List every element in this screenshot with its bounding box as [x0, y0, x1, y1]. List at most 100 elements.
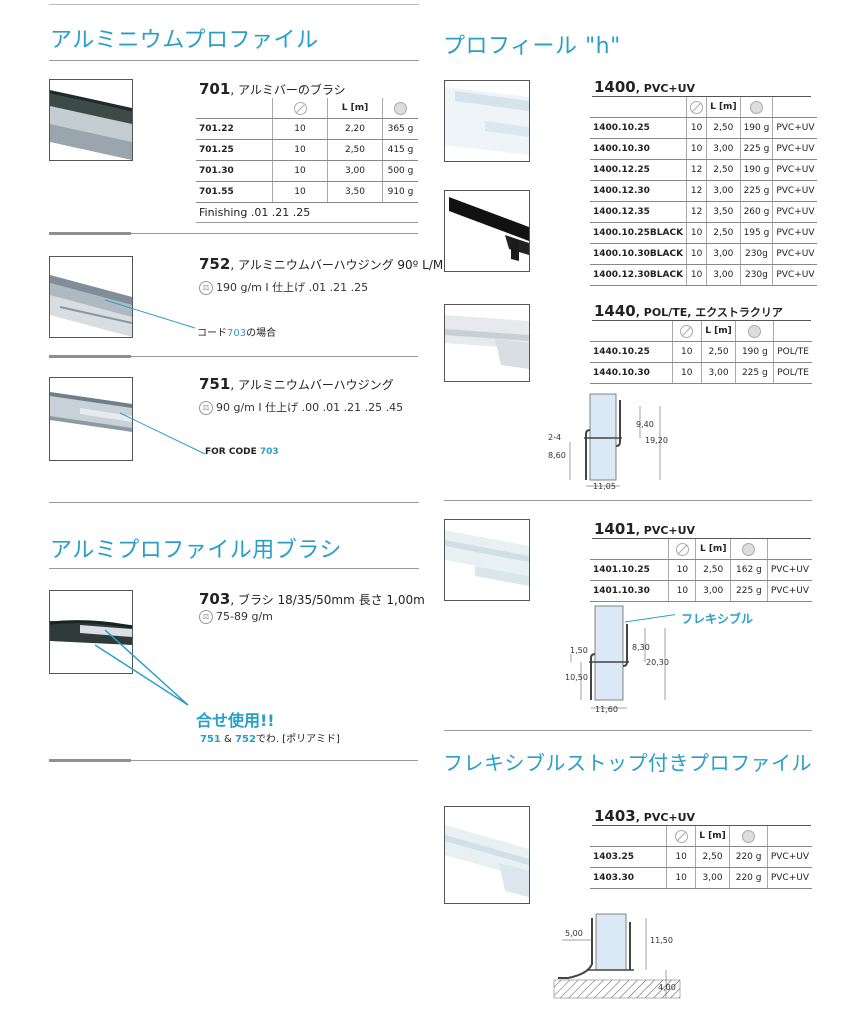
callout-compat-703: 751 & 752でわ. [ポリアミド] [200, 734, 340, 745]
dim-1403-c: 4,00 [658, 983, 676, 992]
table-cell: 3,50 [327, 181, 383, 203]
table-cell: 1403.25 [590, 846, 667, 868]
table-cell: 1401.10.30 [590, 580, 669, 602]
table-cell: 2,50 [695, 559, 731, 581]
table-cell: POL/TE [773, 362, 812, 384]
dim-1401-e: 11,60 [595, 705, 618, 714]
top-rule [49, 4, 419, 5]
table-cell: 701.25 [196, 139, 273, 161]
table-cell: 701.30 [196, 160, 273, 182]
note-752: コード703の場合 [197, 328, 277, 339]
finishing-701: Finishing .01 .21 .25 [199, 206, 311, 219]
callout-lines-703 [94, 629, 189, 706]
table-cell: 195 g [739, 222, 773, 244]
table-cell: 10 [666, 846, 696, 868]
width-icon [674, 829, 688, 843]
table-cell: 1400.12.30BLACK [590, 264, 687, 286]
callout-use-together: 合せ使用!! [196, 711, 275, 730]
table-cell: 365 g [382, 118, 418, 140]
weight-icon [749, 100, 763, 114]
table-cell: 1401.10.25 [590, 559, 669, 581]
heading-flexible-stop-profile: フレキシブルストップ付きプロファイル [443, 751, 812, 775]
product-title-703: 703, ブラシ 18/35/50mm 長さ 1,00m [199, 590, 425, 608]
width-icon [675, 542, 689, 556]
dim-1440-c: 2-4 [548, 433, 562, 442]
table-cell: 10 [666, 867, 696, 889]
table-cell: 3,00 [700, 362, 736, 384]
diagram-1440 [569, 393, 661, 487]
table-cell: 225 g [739, 180, 773, 202]
table-cell: 3,50 [706, 201, 741, 223]
table-cell: PVC+UV [772, 222, 818, 244]
table-cell: 190 g [739, 117, 773, 139]
heading-rule [49, 60, 419, 61]
product-image-1400-black [444, 190, 530, 272]
table-cell: 1400.12.30 [590, 180, 687, 202]
table-cell: 2,50 [706, 117, 741, 139]
table-cell: PVC+UV [766, 559, 812, 581]
table-cell: 1400.12.25 [590, 159, 687, 181]
dim-1401-b: 8,30 [632, 643, 650, 652]
table-cell: 190 g [739, 159, 773, 181]
heading-aluminium-profiles: アルミニウムプロファイル [50, 28, 319, 53]
flexible-label: フレキシブル [681, 612, 754, 626]
table-cell: PVC+UV [772, 117, 818, 139]
table-cell: 701.55 [196, 181, 273, 203]
table-cell: 2,50 [694, 846, 730, 868]
dim-1440-a: 9,40 [636, 420, 654, 429]
product-image-752 [49, 256, 133, 338]
table-cell: 162 g [729, 559, 768, 581]
product-title-1401: 1401, PVC+UV [594, 520, 696, 538]
weight-icon: ⚖ [199, 281, 213, 295]
table-cell: PVC+UV [772, 264, 818, 286]
product-image-1440 [444, 304, 530, 382]
table-cell: 225 g [739, 138, 773, 160]
table-cell: 2,50 [706, 222, 741, 244]
table-cell: 415 g [382, 139, 418, 161]
table-cell: 1440.10.25 [590, 341, 673, 363]
table-cell: 1403.30 [590, 867, 667, 889]
table-cell: 1400.10.30BLACK [590, 243, 687, 265]
product-image-1403 [444, 806, 530, 904]
table-cell: 10 [686, 222, 707, 244]
table-cell: 10 [686, 117, 707, 139]
weight-icon: ⚖ [199, 610, 213, 624]
dim-1403-a: 5,00 [565, 929, 583, 938]
product-spec-752: ⚖190 g/m I 仕上げ .01 .21 .25 [199, 279, 368, 295]
table-cell: PVC+UV [766, 867, 812, 889]
dim-1440-b: 19,20 [645, 436, 668, 445]
product-title-1403: 1403, PVC+UV [594, 807, 696, 825]
product-spec-751: ⚖90 g/m I 仕上げ .00 .01 .21 .25 .45 [199, 399, 403, 415]
table-cell: 10 [686, 138, 707, 160]
heading-brush-for-profiles: アルミプロファイル用ブラシ [50, 538, 342, 563]
table-cell: PVC+UV [772, 180, 818, 202]
table-cell: 910 g [382, 181, 418, 203]
table-cell: 12 [686, 201, 707, 223]
table-cell: 12 [686, 180, 707, 202]
callout-line-752 [104, 299, 196, 329]
dim-1403-b: 11,50 [650, 936, 673, 945]
table-cell: 3,00 [327, 160, 383, 182]
table-cell: 190 g [735, 341, 774, 363]
dim-1401-a: 1,50 [570, 646, 588, 655]
product-title-701: 701, アルミバーのブラシ [199, 80, 346, 98]
table-cell: 10 [272, 181, 328, 203]
weight-icon [748, 324, 762, 338]
product-image-1401 [444, 519, 530, 601]
table-cell: PVC+UV [772, 159, 818, 181]
table-cell: 3,00 [695, 580, 731, 602]
